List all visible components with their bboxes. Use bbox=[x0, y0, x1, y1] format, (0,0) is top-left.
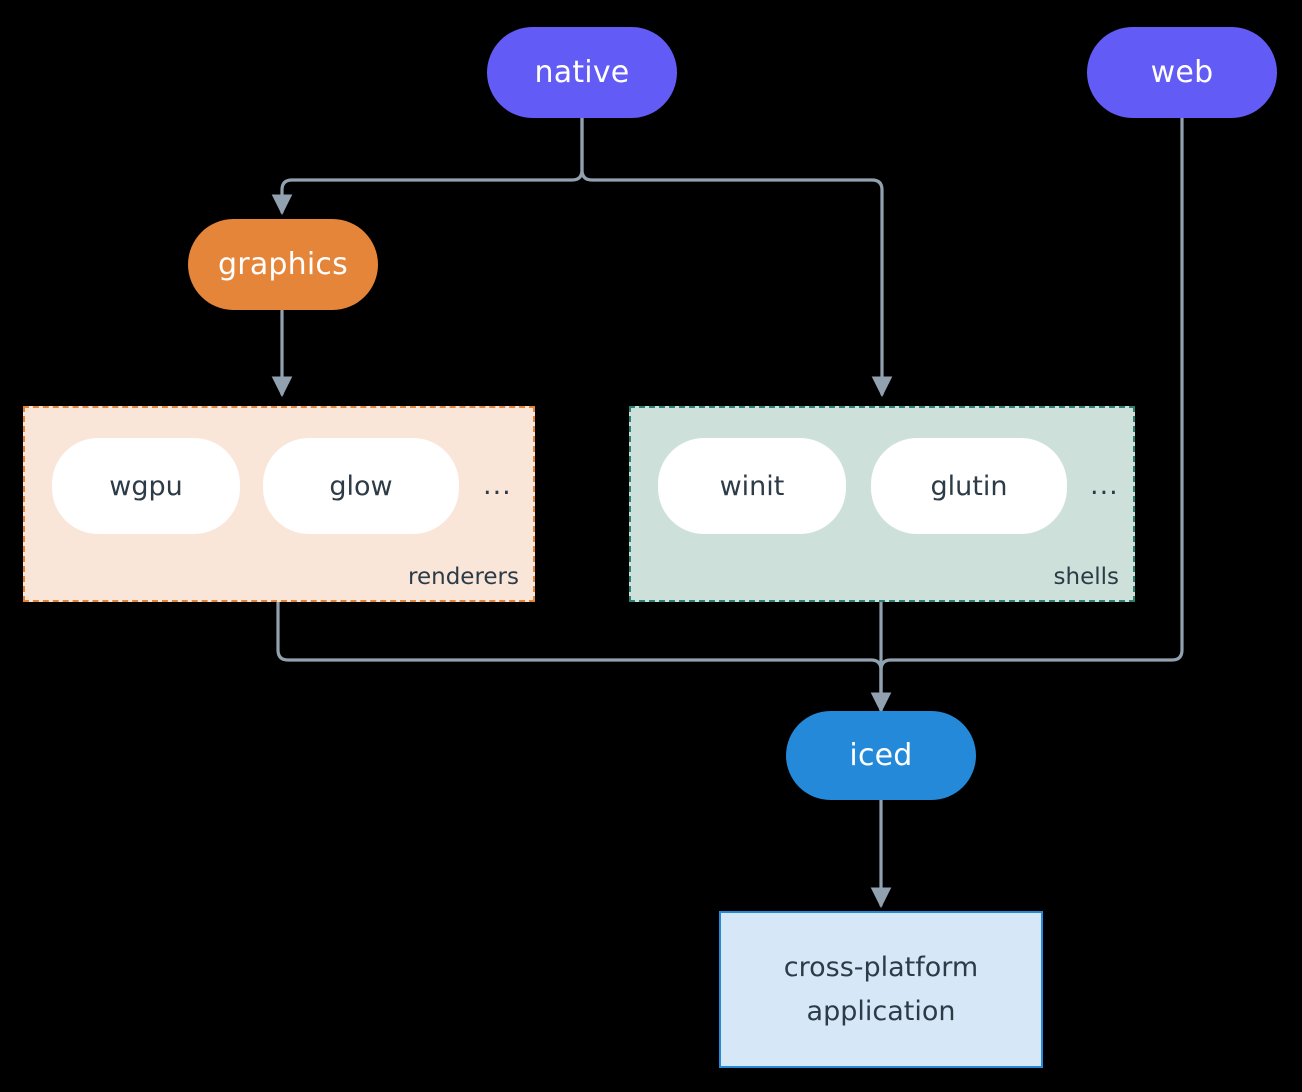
chip-glutin-label: glutin bbox=[930, 470, 1008, 502]
chip-glutin[interactable]: glutin bbox=[871, 438, 1067, 534]
group-shells-label: shells bbox=[1053, 564, 1119, 590]
node-iced-label: iced bbox=[849, 737, 913, 773]
application-label-line1: cross-platform bbox=[783, 952, 979, 984]
node-cross-platform-application[interactable]: cross-platform application bbox=[719, 911, 1043, 1068]
edge-native-to-shells bbox=[580, 116, 893, 398]
node-native-label: native bbox=[534, 54, 630, 90]
edge-native-to-graphics bbox=[271, 116, 584, 216]
edge-renderers-to-iced bbox=[276, 600, 883, 712]
node-graphics[interactable]: graphics bbox=[188, 219, 378, 310]
group-renderers-label: renderers bbox=[408, 564, 519, 590]
chip-wgpu[interactable]: wgpu bbox=[52, 438, 240, 534]
node-iced[interactable]: iced bbox=[786, 711, 976, 800]
shells-more-ellipsis: ... bbox=[1090, 470, 1119, 501]
application-label-line2: application bbox=[806, 995, 956, 1027]
chip-glow-label: glow bbox=[329, 470, 393, 502]
renderers-more-ellipsis: ... bbox=[483, 470, 512, 501]
chip-winit-label: winit bbox=[719, 470, 785, 502]
group-shells: winit glutin ... shells bbox=[629, 406, 1135, 602]
chip-winit[interactable]: winit bbox=[658, 438, 846, 534]
chip-glow[interactable]: glow bbox=[263, 438, 459, 534]
node-native[interactable]: native bbox=[487, 27, 677, 118]
node-web-label: web bbox=[1150, 54, 1214, 90]
node-web[interactable]: web bbox=[1087, 27, 1277, 118]
group-renderers: wgpu glow ... renderers bbox=[23, 406, 535, 602]
chip-wgpu-label: wgpu bbox=[109, 470, 183, 502]
node-graphics-label: graphics bbox=[218, 246, 348, 282]
